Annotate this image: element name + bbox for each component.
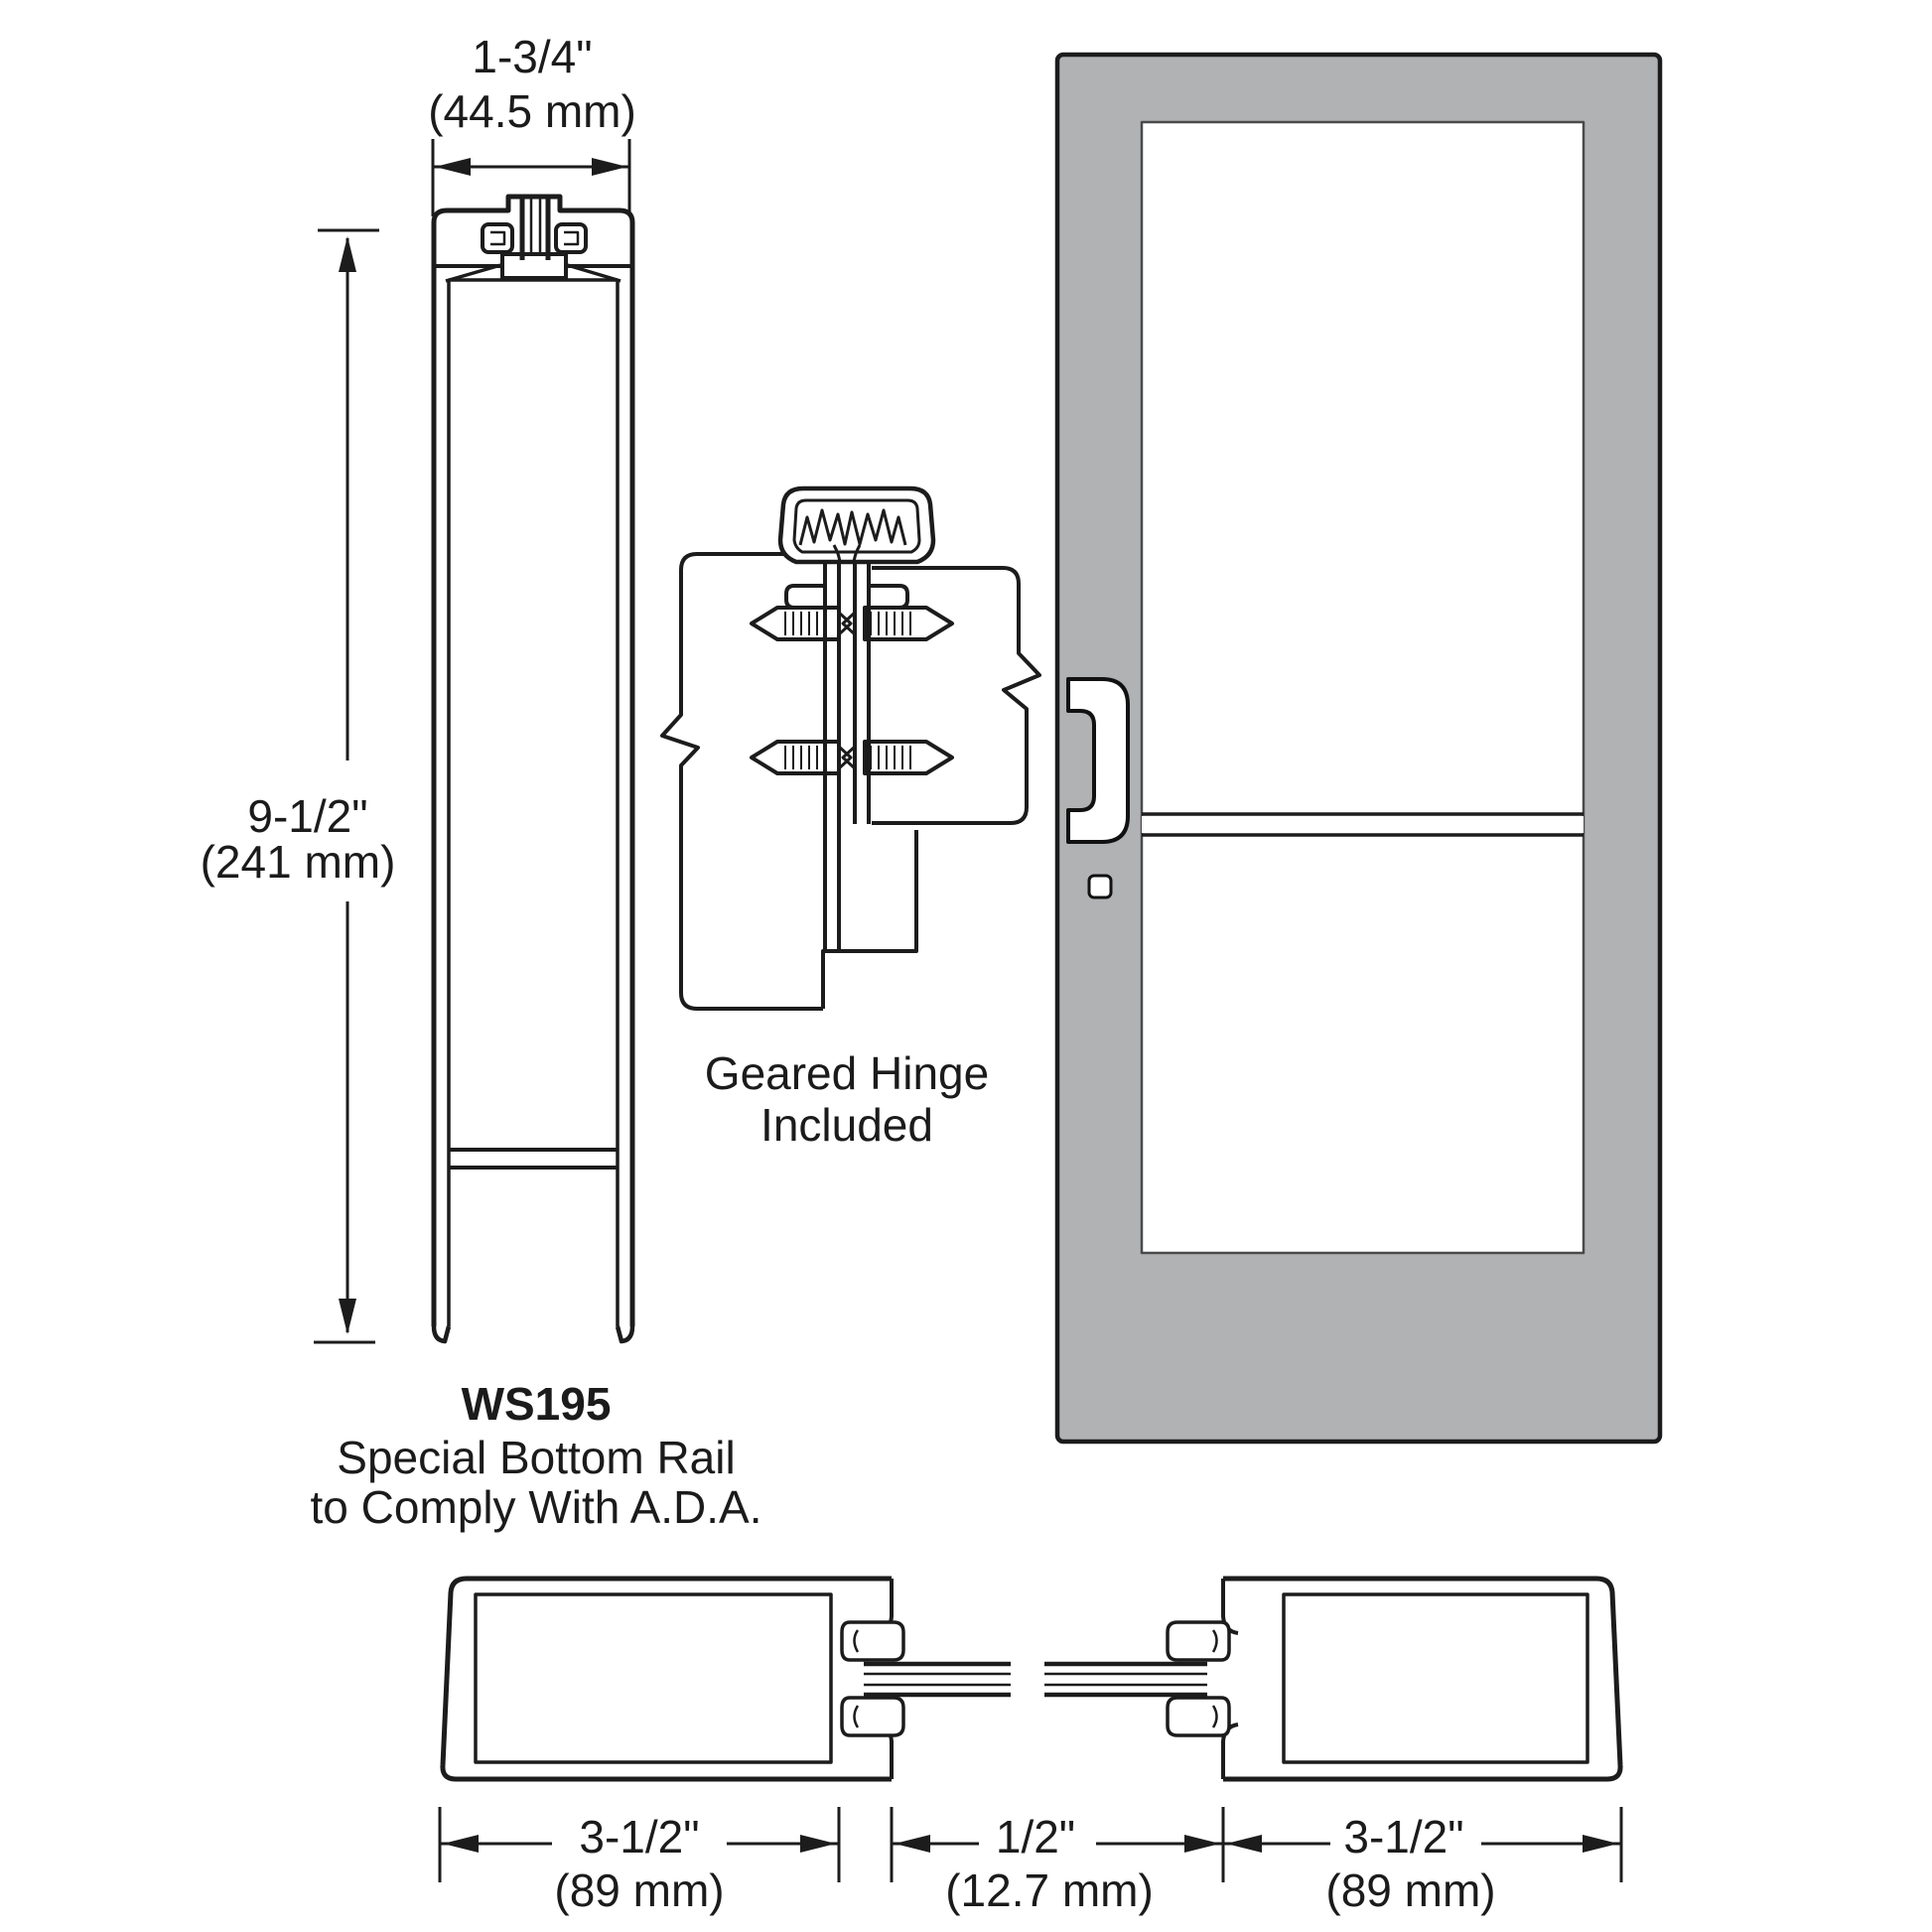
hinge-caption-line2: Included — [760, 1098, 933, 1151]
door-glass — [1140, 120, 1586, 1255]
rail-width-inches-label: 1-3/4" — [472, 30, 593, 82]
rail-width-metric-label: (44.5 mm) — [428, 84, 636, 137]
rail-caption-line1: Special Bottom Rail — [337, 1431, 736, 1483]
bottom-rail-cross-section — [314, 139, 635, 1344]
stile-dimension-lines — [438, 1807, 1623, 1882]
glass-edge-vertical — [519, 195, 551, 260]
rail-height-inches-label: 9-1/2" — [247, 789, 368, 842]
glass-metric-label: (12.7 mm) — [945, 1863, 1154, 1916]
door-pull-handle — [1066, 677, 1130, 844]
right-stile-metric-label: (89 mm) — [1325, 1863, 1496, 1916]
lock-cylinder — [1087, 874, 1113, 899]
width-dimension-lines — [431, 139, 631, 216]
right-stile-inches-label: 3-1/2" — [1343, 1810, 1464, 1863]
rail-caption-line2: to Comply With A.D.A. — [310, 1480, 762, 1533]
glass-edge-horizontal — [864, 1661, 1207, 1698]
rail-model-label: WS195 — [461, 1377, 612, 1430]
hinge-caption-line1: Geared Hinge — [704, 1046, 990, 1099]
door-elevation — [1054, 52, 1663, 1445]
glass-inches-label: 1/2" — [995, 1810, 1076, 1863]
height-dimension-lines — [314, 228, 379, 1344]
left-stile-metric-label: (89 mm) — [554, 1863, 725, 1916]
stile-glass-cross-section — [438, 1576, 1623, 1882]
rail-height-metric-label: (241 mm) — [200, 835, 396, 888]
geared-hinge-cross-section — [660, 485, 1041, 1011]
door-mid-rail — [1142, 812, 1584, 837]
left-stile-inches-label: 3-1/2" — [579, 1810, 700, 1863]
